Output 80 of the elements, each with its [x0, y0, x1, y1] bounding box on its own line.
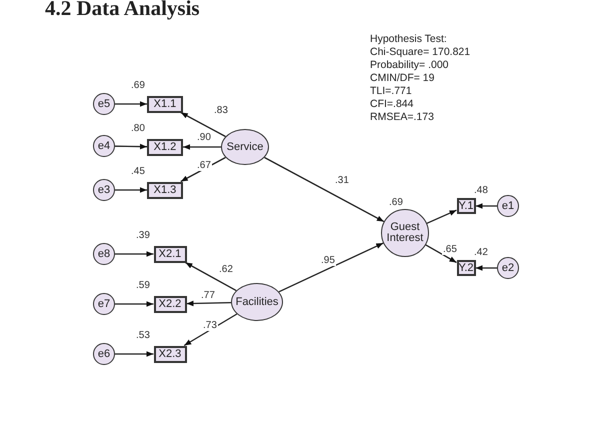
node-label: X1.3 [154, 184, 176, 196]
node-label: X2.2 [158, 298, 182, 310]
fit-statistic: CFI=.844 [370, 98, 414, 111]
node-label: e1 [502, 200, 514, 212]
error-circle [93, 343, 115, 365]
variance-value: .48 [474, 185, 488, 196]
node-label: X2.1 [158, 248, 182, 260]
indicator-box [147, 138, 183, 156]
node-label: Guest Interest [386, 222, 424, 244]
node-label: Facilities [236, 296, 278, 308]
fit-statistic: TLI=.771 [370, 85, 412, 98]
arrow [180, 156, 226, 182]
latent-ellipse [381, 209, 429, 257]
arrow [115, 101, 147, 107]
arrow [180, 112, 226, 138]
arrow [476, 203, 497, 209]
node-label: e3 [98, 184, 110, 196]
edge-label: .65 [442, 244, 458, 255]
error-circle [93, 243, 115, 265]
arrow [185, 262, 237, 292]
error-circle [93, 93, 115, 115]
indicator-box [154, 346, 186, 362]
node-label: Service [226, 142, 264, 152]
arrow [426, 210, 457, 224]
error-circle [497, 195, 519, 217]
variance-value: .42 [474, 247, 488, 258]
edge-label: .95 [320, 255, 336, 266]
arrow [278, 242, 384, 292]
node-label: Y.1 [458, 200, 474, 212]
edge-label: .90 [196, 132, 212, 143]
node-label: e7 [98, 298, 110, 310]
node-label: X1.1 [154, 98, 176, 110]
arrow [264, 156, 384, 222]
variance-value: .59 [136, 280, 150, 291]
node-label: e2 [502, 262, 514, 274]
fit-statistic: Chi-Square= 170.821 [370, 46, 470, 59]
edge-label: .69 [388, 197, 404, 208]
arrow [114, 144, 148, 150]
node-label: e4 [98, 140, 110, 152]
latent-ellipse [231, 283, 283, 321]
error-circle [93, 135, 115, 157]
edge-label: .62 [218, 264, 234, 275]
node-label: e8 [98, 248, 110, 260]
edge-label: .77 [200, 290, 216, 301]
indicator-box [154, 246, 186, 262]
fit-statistic: Probability= .000 [370, 59, 449, 72]
node-label: X1.2 [154, 142, 176, 152]
edge-label: .31 [334, 175, 350, 186]
arrow [425, 244, 457, 264]
arrow [115, 187, 147, 193]
arrow [115, 251, 154, 257]
fit-statistic: Hypothesis Test: [370, 33, 447, 46]
arrow [115, 351, 154, 357]
indicator-box [147, 182, 183, 198]
arrow [115, 301, 154, 307]
indicator-box [154, 296, 186, 312]
heading: 4.2 Data Analysis [45, 0, 200, 21]
arrow [186, 300, 232, 306]
edge-label: .67 [196, 160, 212, 171]
edge-label: .83 [213, 105, 229, 116]
fit-statistic: RMSEA=.173 [370, 111, 434, 124]
error-circle [497, 257, 519, 279]
arrow [476, 265, 497, 271]
fit-statistic: CMIN/DF= 19 [370, 72, 434, 85]
variance-value: .45 [131, 166, 145, 177]
node-label: Y.2 [458, 262, 474, 274]
error-circle [93, 179, 115, 201]
node-label: e6 [98, 348, 110, 360]
variance-value: .69 [131, 80, 145, 91]
latent-ellipse [221, 129, 269, 165]
variance-value: .53 [136, 330, 150, 341]
arrow [184, 313, 238, 346]
variance-value: .39 [136, 230, 150, 241]
edge-label: .73 [202, 320, 218, 331]
arrow [183, 144, 221, 150]
error-circle [93, 293, 115, 315]
node-label: X2.3 [158, 348, 182, 360]
indicator-box [147, 96, 183, 112]
node-label: e5 [98, 98, 110, 110]
variance-value: .80 [131, 123, 145, 134]
